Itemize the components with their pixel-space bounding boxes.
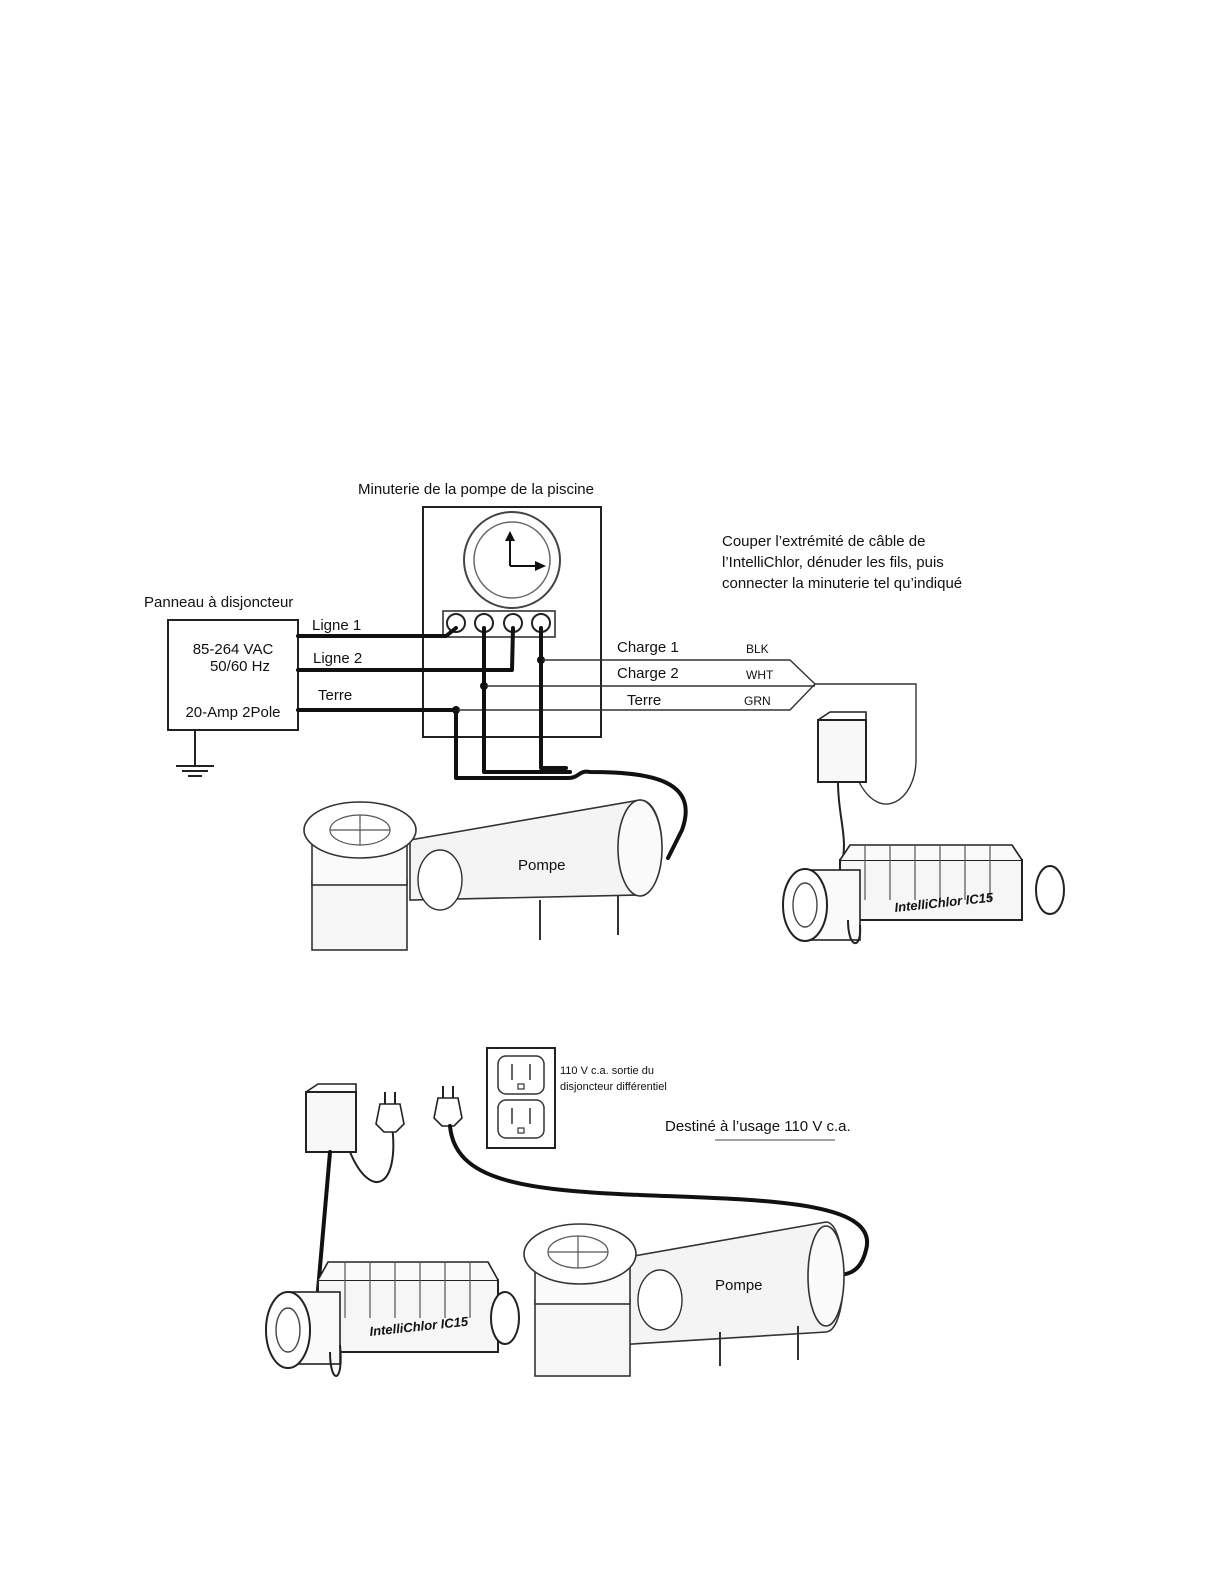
label-load-2: Charge 2 — [617, 665, 679, 682]
pump-label-bottom: Pompe — [715, 1277, 763, 1294]
breaker-frequency: 50/60 Hz — [210, 658, 270, 675]
label-wire-wht: WHT — [746, 668, 774, 682]
breaker-panel-title: Panneau à disjoncteur — [144, 594, 293, 611]
breaker-panel-box — [167, 619, 299, 731]
label-load-1: Charge 1 — [617, 639, 679, 656]
wire-pump-cable — [454, 708, 688, 860]
pump-power-cable — [448, 1124, 870, 1277]
pump-strainer-base — [534, 1299, 631, 1377]
wall-outlet — [486, 1047, 556, 1149]
pump-motor-end — [807, 1225, 845, 1327]
label-ground-right: Terre — [627, 692, 661, 709]
clock-hand-minute-arrow — [535, 561, 546, 571]
pool-pump-timer — [422, 506, 602, 738]
pump-port — [637, 1269, 683, 1331]
cell-power-box-bottom — [305, 1083, 395, 1292]
clock-hand-hour-arrow — [505, 531, 515, 541]
power-box — [817, 719, 867, 783]
outlet-receptacle-bottom — [497, 1099, 545, 1139]
intellichlor-cell-bottom: IntelliChlor IC15 — [265, 1261, 520, 1377]
terminal-screw — [446, 613, 466, 633]
timer-wiring-diagram: Minuterie de la pompe de la piscine Coup… — [144, 481, 1065, 951]
instruction-line-3: connecter la minuterie tel qu’indiqué — [722, 575, 962, 592]
pump-top: Pompe — [303, 799, 663, 951]
label-ground-left: Terre — [318, 687, 352, 704]
plug-icon — [433, 1086, 463, 1127]
label-line-1: Ligne 1 — [312, 617, 361, 634]
cell-cable-loop — [847, 919, 862, 945]
pump-strainer-base — [311, 879, 408, 951]
label-wire-blk: BLK — [746, 642, 769, 656]
instruction-line-1: Couper l’extrémité de câble de — [722, 533, 925, 550]
wire-line-1 — [296, 626, 458, 638]
label-wire-grn: GRN — [744, 694, 771, 708]
instruction-line-2: l’IntelliChlor, dénuder les fils, puis — [722, 554, 944, 571]
pump-motor-end — [617, 799, 663, 897]
pump-port — [417, 849, 463, 911]
wire-pump-2 — [539, 626, 568, 770]
wire-line-2 — [296, 626, 515, 672]
breaker-voltage: 85-264 VAC — [193, 641, 274, 658]
cell-cable — [815, 683, 917, 805]
cell-fitting-left — [782, 868, 828, 942]
power-box-to-cell-cable — [316, 1150, 332, 1292]
timer-title: Minuterie de la pompe de la piscine — [358, 481, 594, 498]
pump-label-top: Pompe — [518, 857, 566, 874]
outlet-caption-line-1: 110 V c.a. sortie du — [560, 1065, 654, 1077]
cell-cable-loop — [329, 1344, 342, 1377]
outlet-receptacle-top — [497, 1055, 545, 1095]
intellichlor-cell-top: IntelliChlor IC15 — [782, 844, 1065, 945]
outlet-wiring-diagram: 110 V c.a. sortie du disjoncteur différe… — [265, 1047, 870, 1377]
wire-pump-1 — [482, 626, 572, 774]
label-line-2: Ligne 2 — [313, 650, 362, 667]
outlet-caption-line-2: disjoncteur différentiel — [560, 1081, 667, 1093]
power-box — [305, 1091, 357, 1153]
plug-icon — [375, 1092, 405, 1133]
breaker-rating: 20-Amp 2Pole — [185, 704, 280, 721]
cell-fitting-right — [1035, 865, 1065, 915]
power-box-to-plug-cable — [349, 1124, 395, 1183]
usage-label: Destiné à l’usage 110 V c.a. — [665, 1118, 851, 1135]
pump-bottom: Pompe — [523, 1221, 845, 1377]
ground-icon — [176, 765, 214, 777]
breaker-panel: 85-264 VAC 50/60 Hz 20-Amp 2Pole — [167, 619, 299, 777]
pump-lid — [523, 1223, 637, 1285]
clock-icon — [473, 521, 551, 599]
cell-fitting-left — [265, 1291, 311, 1369]
cell-fitting-right — [490, 1291, 520, 1345]
